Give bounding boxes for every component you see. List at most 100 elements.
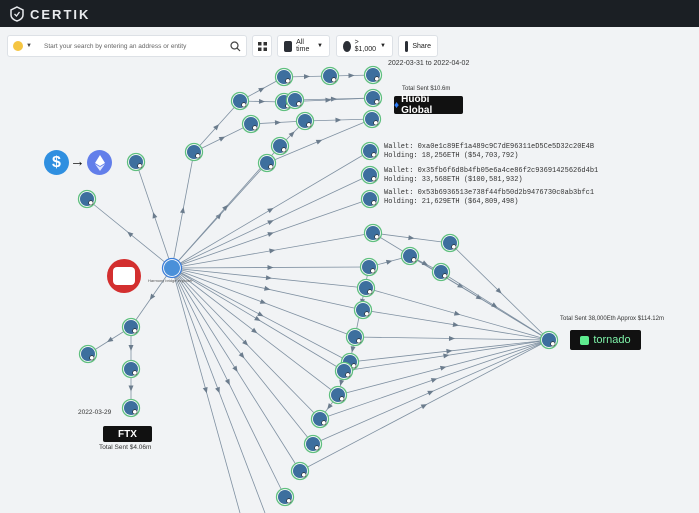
wallet-node-r12[interactable]: [310, 409, 330, 429]
tornado-node[interactable]: [539, 330, 559, 350]
wallet-node-h6[interactable]: [363, 88, 383, 108]
wallet-node-f4[interactable]: [121, 398, 141, 418]
time-filter-label: All time: [296, 39, 310, 53]
wallet-node-h13[interactable]: [257, 153, 277, 173]
wallet-node-r4[interactable]: [431, 262, 451, 282]
edge-arrow-icon: [264, 285, 271, 291]
wallet-node-r2[interactable]: [440, 233, 460, 253]
wallet-node-w1[interactable]: [360, 141, 380, 161]
arrow-right-icon: →: [70, 153, 85, 170]
wallet-node-a2[interactable]: [77, 189, 97, 209]
central-node-label: Harmony bridge exploiter: [148, 278, 193, 283]
edge-arrow-icon: [267, 265, 274, 271]
transaction-graph[interactable]: $ → 2022-03-31 to 2022-04-02 Total Sent …: [0, 60, 699, 513]
wallet-node-r14[interactable]: [290, 461, 310, 481]
wallet-node-h12[interactable]: [184, 142, 204, 162]
toolbar: ▼ All time ▼ > $1,000 ▼ Share: [0, 34, 699, 58]
edge-arrow-icon: [242, 339, 249, 346]
wallet-node-r1[interactable]: [363, 223, 383, 243]
wallet-node-r3[interactable]: [400, 246, 420, 266]
search-input[interactable]: [44, 39, 224, 53]
layout-button[interactable]: [252, 35, 272, 57]
wallet-node-h11[interactable]: [270, 136, 290, 156]
usd-coin-icon[interactable]: $: [44, 150, 69, 175]
wallet-node-h10[interactable]: [241, 114, 261, 134]
edge-arrow-icon: [179, 207, 185, 214]
edge-arrow-icon: [128, 345, 134, 351]
edge-arrow-icon: [408, 235, 415, 241]
wallet-node-h3[interactable]: [274, 92, 294, 112]
edge-arrow-icon: [224, 378, 230, 386]
lazarus-group-icon[interactable]: [107, 259, 141, 293]
wallet-1-address: Wallet: 0xa0e1c89Ef1a489c9C7dE96311eD5Ce…: [384, 143, 595, 151]
calendar-icon: [284, 40, 293, 52]
edge-arrow-icon: [452, 322, 459, 327]
wallet-node-f1[interactable]: [121, 317, 141, 337]
wallet-2-address: Wallet: 0x35fb6f6d8b4fb05e6a4ce86f2c9369…: [384, 167, 599, 175]
wallet-node-f2[interactable]: [78, 344, 98, 364]
edge-arrow-icon: [202, 386, 208, 394]
wallet-node-h5[interactable]: [363, 65, 383, 85]
wallet-node-h9[interactable]: [295, 111, 315, 131]
wallet-node-h8[interactable]: [362, 109, 382, 129]
edge-arrow-icon: [232, 365, 238, 373]
huobi-name: Huobi Global: [401, 94, 433, 116]
ethereum-icon[interactable]: [87, 150, 112, 175]
edge-arrow-icon: [420, 404, 428, 410]
edge-arrow-icon: [269, 248, 276, 254]
ftx-total-sent: Total Sent $4.06m: [99, 444, 152, 451]
wallet-node-r7[interactable]: [353, 300, 373, 320]
wallet-2-holding: Holding: 33,568ETH ($100,581,932): [384, 176, 523, 184]
certik-shield-icon: [10, 6, 24, 22]
wallet-node-h7[interactable]: [285, 90, 305, 110]
share-button[interactable]: Share: [398, 35, 438, 57]
edge-arrow-icon: [128, 385, 134, 392]
wallet-node-r13[interactable]: [303, 434, 323, 454]
edge-arrow-icon: [265, 275, 272, 281]
wallet-node-r15[interactable]: [275, 487, 295, 507]
wallet-node-r11[interactable]: [328, 385, 348, 405]
edge-arrow-icon: [457, 282, 464, 289]
wallet-node-w2[interactable]: [360, 165, 380, 185]
wallet-node-r8[interactable]: [345, 327, 365, 347]
tornado-badge[interactable]: tornado: [570, 330, 641, 350]
wallet-node-r6[interactable]: [356, 278, 376, 298]
central-exploiter-node[interactable]: [161, 257, 183, 279]
chain-selector[interactable]: ▼: [13, 41, 32, 51]
wallet-node-h1[interactable]: [274, 67, 294, 87]
chain-coin-icon: [13, 41, 23, 51]
edge-arrow-icon: [315, 139, 323, 145]
edge-arrow-icon: [222, 204, 228, 211]
search-icon[interactable]: [230, 41, 241, 52]
chevron-down-icon: ▼: [317, 43, 323, 49]
edge-arrow-icon: [127, 231, 134, 238]
wallet-node-r5[interactable]: [359, 257, 379, 277]
edge-arrow-icon: [385, 259, 393, 265]
edge-arrow-icon: [330, 96, 337, 102]
ftx-badge[interactable]: FTX: [103, 426, 152, 442]
certik-logo[interactable]: CERTIK: [10, 6, 90, 22]
share-icon: [405, 40, 409, 52]
edge-arrow-icon: [443, 353, 450, 359]
edge-arrow-icon: [106, 336, 114, 343]
edge-arrow-icon: [267, 232, 274, 237]
edge-arrow-icon: [215, 386, 220, 394]
tornado-total-sent: Total Sent 38,000Eth Approx $114.12m: [560, 316, 664, 322]
wallet-node-r10[interactable]: [334, 361, 354, 381]
wallet-3-holding: Holding: 21,629ETH ($64,809,498): [384, 198, 519, 206]
amount-filter-label: > $1,000: [354, 39, 377, 53]
time-filter[interactable]: All time ▼: [277, 35, 330, 57]
edge-arrow-icon: [288, 131, 295, 138]
wallet-node-a1[interactable]: [126, 152, 146, 172]
wallet-node-h4[interactable]: [320, 66, 340, 86]
edge-arrow-icon: [259, 299, 267, 304]
wallet-1-holding: Holding: 18,256ETH ($54,703,792): [384, 152, 519, 160]
wallet-node-f3[interactable]: [121, 359, 141, 379]
edge-arrow-icon: [350, 346, 356, 353]
huobi-global-badge[interactable]: ♦Huobi Global: [394, 94, 463, 116]
ftx-date: 2022-03-29: [78, 409, 112, 416]
wallet-node-w3[interactable]: [360, 189, 380, 209]
amount-filter[interactable]: > $1,000 ▼: [336, 35, 393, 57]
wallet-node-h2[interactable]: [230, 91, 250, 111]
edge-arrow-icon: [254, 315, 261, 322]
